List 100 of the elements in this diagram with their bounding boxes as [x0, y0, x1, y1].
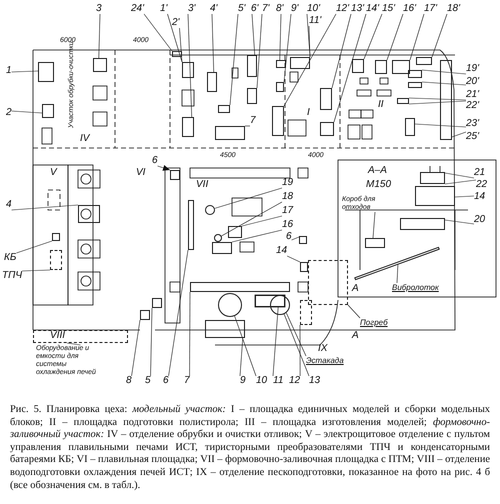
area-number: VI [136, 168, 146, 178]
equipment-block [228, 226, 242, 238]
section-mark: A [352, 284, 359, 294]
leader-line [232, 230, 282, 242]
part-label: Эстакада [306, 356, 344, 366]
callout-number: 6 [152, 156, 158, 166]
equipment-block [93, 58, 107, 72]
equipment-block [50, 250, 62, 270]
callout-number: 22 [476, 180, 488, 190]
equipment-block [172, 51, 182, 57]
equipment-block [205, 320, 245, 338]
leader-line [157, 165, 170, 171]
leader-line [334, 14, 366, 122]
equipment-block [188, 200, 194, 250]
equipment-block [190, 282, 290, 292]
callout-number: 1 [6, 66, 12, 76]
equipment-block [308, 260, 348, 305]
callout-number: 4 [6, 200, 12, 210]
leader-line [212, 14, 214, 72]
leader-line [144, 14, 172, 52]
area-number: IV [80, 134, 90, 144]
leader-line [214, 188, 282, 209]
equipment-block [255, 295, 285, 307]
equipment-block [140, 310, 150, 320]
leader-line [179, 28, 182, 62]
leader-line [167, 14, 182, 62]
equipment-block [276, 60, 286, 68]
equipment-block [215, 126, 245, 140]
callout-number: 16' [403, 4, 416, 14]
leader-line [11, 110, 42, 114]
leader-line [408, 100, 466, 104]
leader-line [396, 264, 398, 284]
leader-line [252, 14, 256, 56]
callout-number: 20' [466, 77, 480, 87]
part-label: Погреб [360, 318, 388, 328]
callout-number: 8 [126, 376, 132, 386]
part-label: Вибролоток [392, 283, 439, 293]
equipment-block [400, 218, 445, 230]
area-number: V [50, 168, 57, 178]
leader-line [150, 308, 152, 376]
area-number: VII [196, 180, 208, 190]
callout-number: 6 [286, 232, 292, 242]
callout-number: 3 [96, 4, 102, 14]
leader-line [11, 204, 78, 210]
leader-line [279, 14, 282, 60]
leader-line [422, 82, 466, 86]
leader-line [444, 220, 474, 224]
leader-line [284, 14, 336, 106]
leader-line [408, 98, 466, 100]
callout-number: 6' [251, 4, 258, 14]
equipment-block [212, 242, 232, 254]
equipment-block [375, 60, 387, 74]
callout-number: 4' [210, 4, 218, 14]
leader-line [452, 132, 466, 138]
equipment-block [392, 60, 410, 74]
callout-number: 16 [282, 220, 294, 230]
callout-number: 7' [262, 4, 270, 14]
equipment-block [408, 70, 422, 78]
leader-line [234, 316, 256, 376]
callout-number: 25' [466, 132, 480, 142]
callout-number: 12 [289, 376, 300, 386]
leader-line [454, 196, 474, 198]
leader-line [410, 14, 424, 60]
leader-line [189, 292, 190, 376]
leader-line [16, 240, 52, 254]
callout-number: 14 [474, 192, 486, 202]
leader-line [386, 14, 404, 60]
equipment-block [415, 186, 455, 206]
section-label: A–A [368, 166, 387, 176]
equipment-block [170, 170, 180, 180]
callout-number: 1' [160, 4, 168, 14]
callout-number: 5 [145, 376, 151, 386]
equipment-block [182, 117, 194, 137]
leader-line [348, 304, 360, 318]
callout-number: 19' [466, 64, 480, 74]
round-unit [214, 234, 222, 242]
callout-number: 14 [276, 246, 288, 256]
equipment-block [42, 104, 54, 118]
leader-line [414, 124, 466, 128]
leader-line [66, 342, 81, 346]
equipment-block [405, 118, 415, 136]
callout-number: 13' [351, 4, 364, 14]
chute-bar [354, 246, 440, 280]
equipment-block [420, 172, 445, 184]
leader-line [291, 236, 300, 240]
section-label: M150 [366, 180, 392, 190]
callout-number: 10' [307, 4, 320, 14]
callout-number: 22' [466, 101, 480, 111]
callout-number: 2' [172, 18, 180, 28]
callout-number: 7 [250, 116, 256, 126]
leader-line [168, 250, 188, 376]
leader-line [230, 14, 238, 106]
equipment-block [272, 106, 284, 136]
leader-line [240, 338, 244, 376]
area-number: I [307, 108, 310, 118]
callout-number: 10 [256, 376, 268, 386]
equipment-block [397, 98, 409, 104]
leader-line [284, 314, 310, 376]
equipment-block [352, 59, 364, 73]
leader-line [308, 26, 310, 58]
